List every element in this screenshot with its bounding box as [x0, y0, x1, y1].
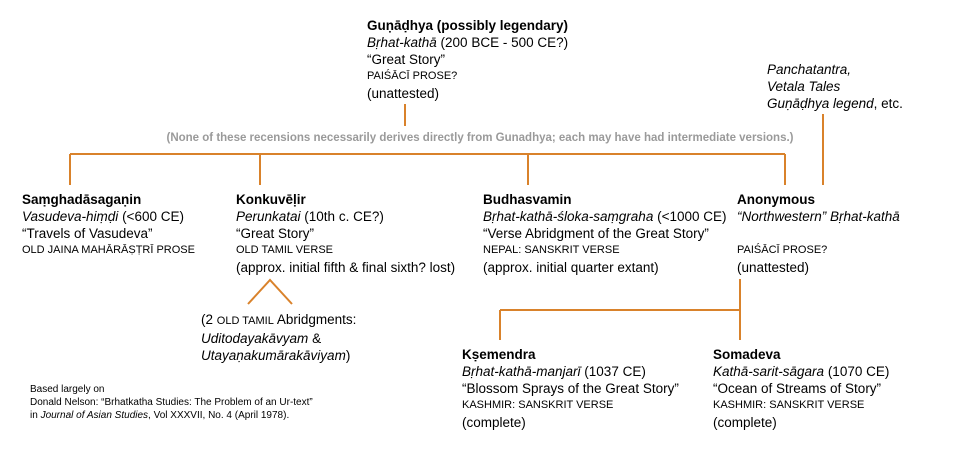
- work-translation: “Great Story”: [236, 226, 315, 241]
- node-anonymous: Anonymous “Northwestern” Bṛhat-kathā PAI…: [737, 191, 900, 276]
- node-samghadasagani: Saṃghadāsagaṇin Vasudeva-hiṃḍi (<600 CE)…: [22, 191, 195, 259]
- work-status: (complete): [462, 415, 526, 430]
- work-translation: “Ocean of Streams of Story”: [713, 381, 882, 396]
- node-side-works: Panchatantra, Vetala Tales Guṇāḍhya lege…: [767, 62, 903, 111]
- work-language: PAIŚĀCĪ PROSE?: [737, 244, 828, 256]
- node-tamil-abridgments: (2 OLD TAMIL Abridgments: Uditodayakāvya…: [201, 312, 357, 363]
- work-status: (approx. initial fifth & final sixth? lo…: [236, 260, 456, 275]
- credit-line: Donald Nelson: “Brhatkatha Studies: The …: [30, 397, 313, 408]
- work-status: (approx. initial quarter extant): [483, 260, 659, 275]
- work-language: KASHMIR: SANSKRIT VERSE: [462, 399, 614, 411]
- node-title: Konkuvēḷir: [236, 192, 306, 207]
- work-date: (1037 CE): [580, 364, 646, 379]
- side-work-legend: Guṇāḍhya legend: [767, 96, 874, 111]
- node-title: Anonymous: [737, 192, 816, 207]
- work-title: Vasudeva-hiṃḍi: [22, 209, 119, 224]
- work-status: (unattested): [367, 86, 440, 101]
- node-title: Budhasvamin: [483, 192, 572, 207]
- work-date: (1070 CE): [824, 364, 890, 379]
- work-translation: “Travels of Vasudeva”: [22, 226, 153, 241]
- work-date: (10th c. CE?): [300, 209, 384, 224]
- side-work-vetala: Vetala Tales: [767, 79, 841, 94]
- work-language: OLD TAMIL: [216, 315, 274, 327]
- work-status: (unattested): [737, 260, 810, 275]
- journal-title: Journal of Asian Studies: [40, 410, 149, 421]
- node-ksemendra: Kṣemendra Bṛhat-kathā-manjarī (1037 CE) …: [462, 346, 679, 431]
- node-somadeva: Somadeva Kathā-sarit-sāgara (1070 CE) “O…: [713, 346, 889, 431]
- node-budhasvamin: Budhasvamin Bṛhat-kathā-śloka-saṃgraha (…: [483, 191, 727, 276]
- work-title: Uditodayakāvyam: [201, 331, 309, 346]
- connector-tamil-abridgments: [247, 278, 293, 305]
- work-translation: “Blossom Sprays of the Great Story”: [462, 381, 679, 396]
- side-work-panchatantra: Panchatantra,: [767, 62, 852, 77]
- node-konkuvelir: Konkuvēḷir Perunkatai (10th c. CE?) “Gre…: [236, 191, 455, 276]
- work-title: Kathā-sarit-sāgara: [713, 364, 825, 379]
- source-credit: Based largely on Donald Nelson: “Brhatka…: [30, 384, 313, 421]
- work-language: OLD JAINA MAHĀRĀṢṬRĪ PROSE: [22, 244, 195, 256]
- node-title: Somadeva: [713, 347, 781, 362]
- work-title: “Northwestern” Bṛhat-kathā: [737, 209, 900, 224]
- node-title: Guṇāḍhya (possibly legendary): [367, 18, 569, 33]
- work-date: (<600 CE): [118, 209, 184, 224]
- work-date: (200 BCE - 500 CE?): [436, 35, 569, 50]
- work-language: OLD TAMIL VERSE: [236, 244, 333, 256]
- work-title: Bṛhat-kathā-śloka-saṃgraha: [483, 209, 654, 224]
- work-title: Bṛhat-kathā-manjarī: [462, 364, 581, 379]
- credit-line: Based largely on: [30, 384, 105, 395]
- work-title: Utayaṇakumārakāviyam: [201, 348, 346, 363]
- work-translation: “Verse Abridgment of the Great Story”: [483, 226, 709, 241]
- work-language: KASHMIR: SANSKRIT VERSE: [713, 399, 865, 411]
- work-translation: “Great Story”: [367, 52, 446, 67]
- work-title: Bṛhat-kathā: [367, 35, 437, 50]
- node-title: Kṣemendra: [462, 347, 536, 362]
- work-date: (<1000 CE): [653, 209, 727, 224]
- work-language: PAIŚĀCĪ PROSE?: [367, 70, 458, 82]
- work-language: NEPAL: SANSKRIT VERSE: [483, 244, 620, 256]
- work-status: (complete): [713, 415, 777, 430]
- work-title: Perunkatai: [236, 209, 301, 224]
- node-gunadhya: Guṇāḍhya (possibly legendary) Bṛhat-kath…: [367, 17, 568, 102]
- node-title: Saṃghadāsagaṇin: [22, 192, 142, 207]
- recension-note: (None of these recensions necessarily de…: [166, 132, 794, 144]
